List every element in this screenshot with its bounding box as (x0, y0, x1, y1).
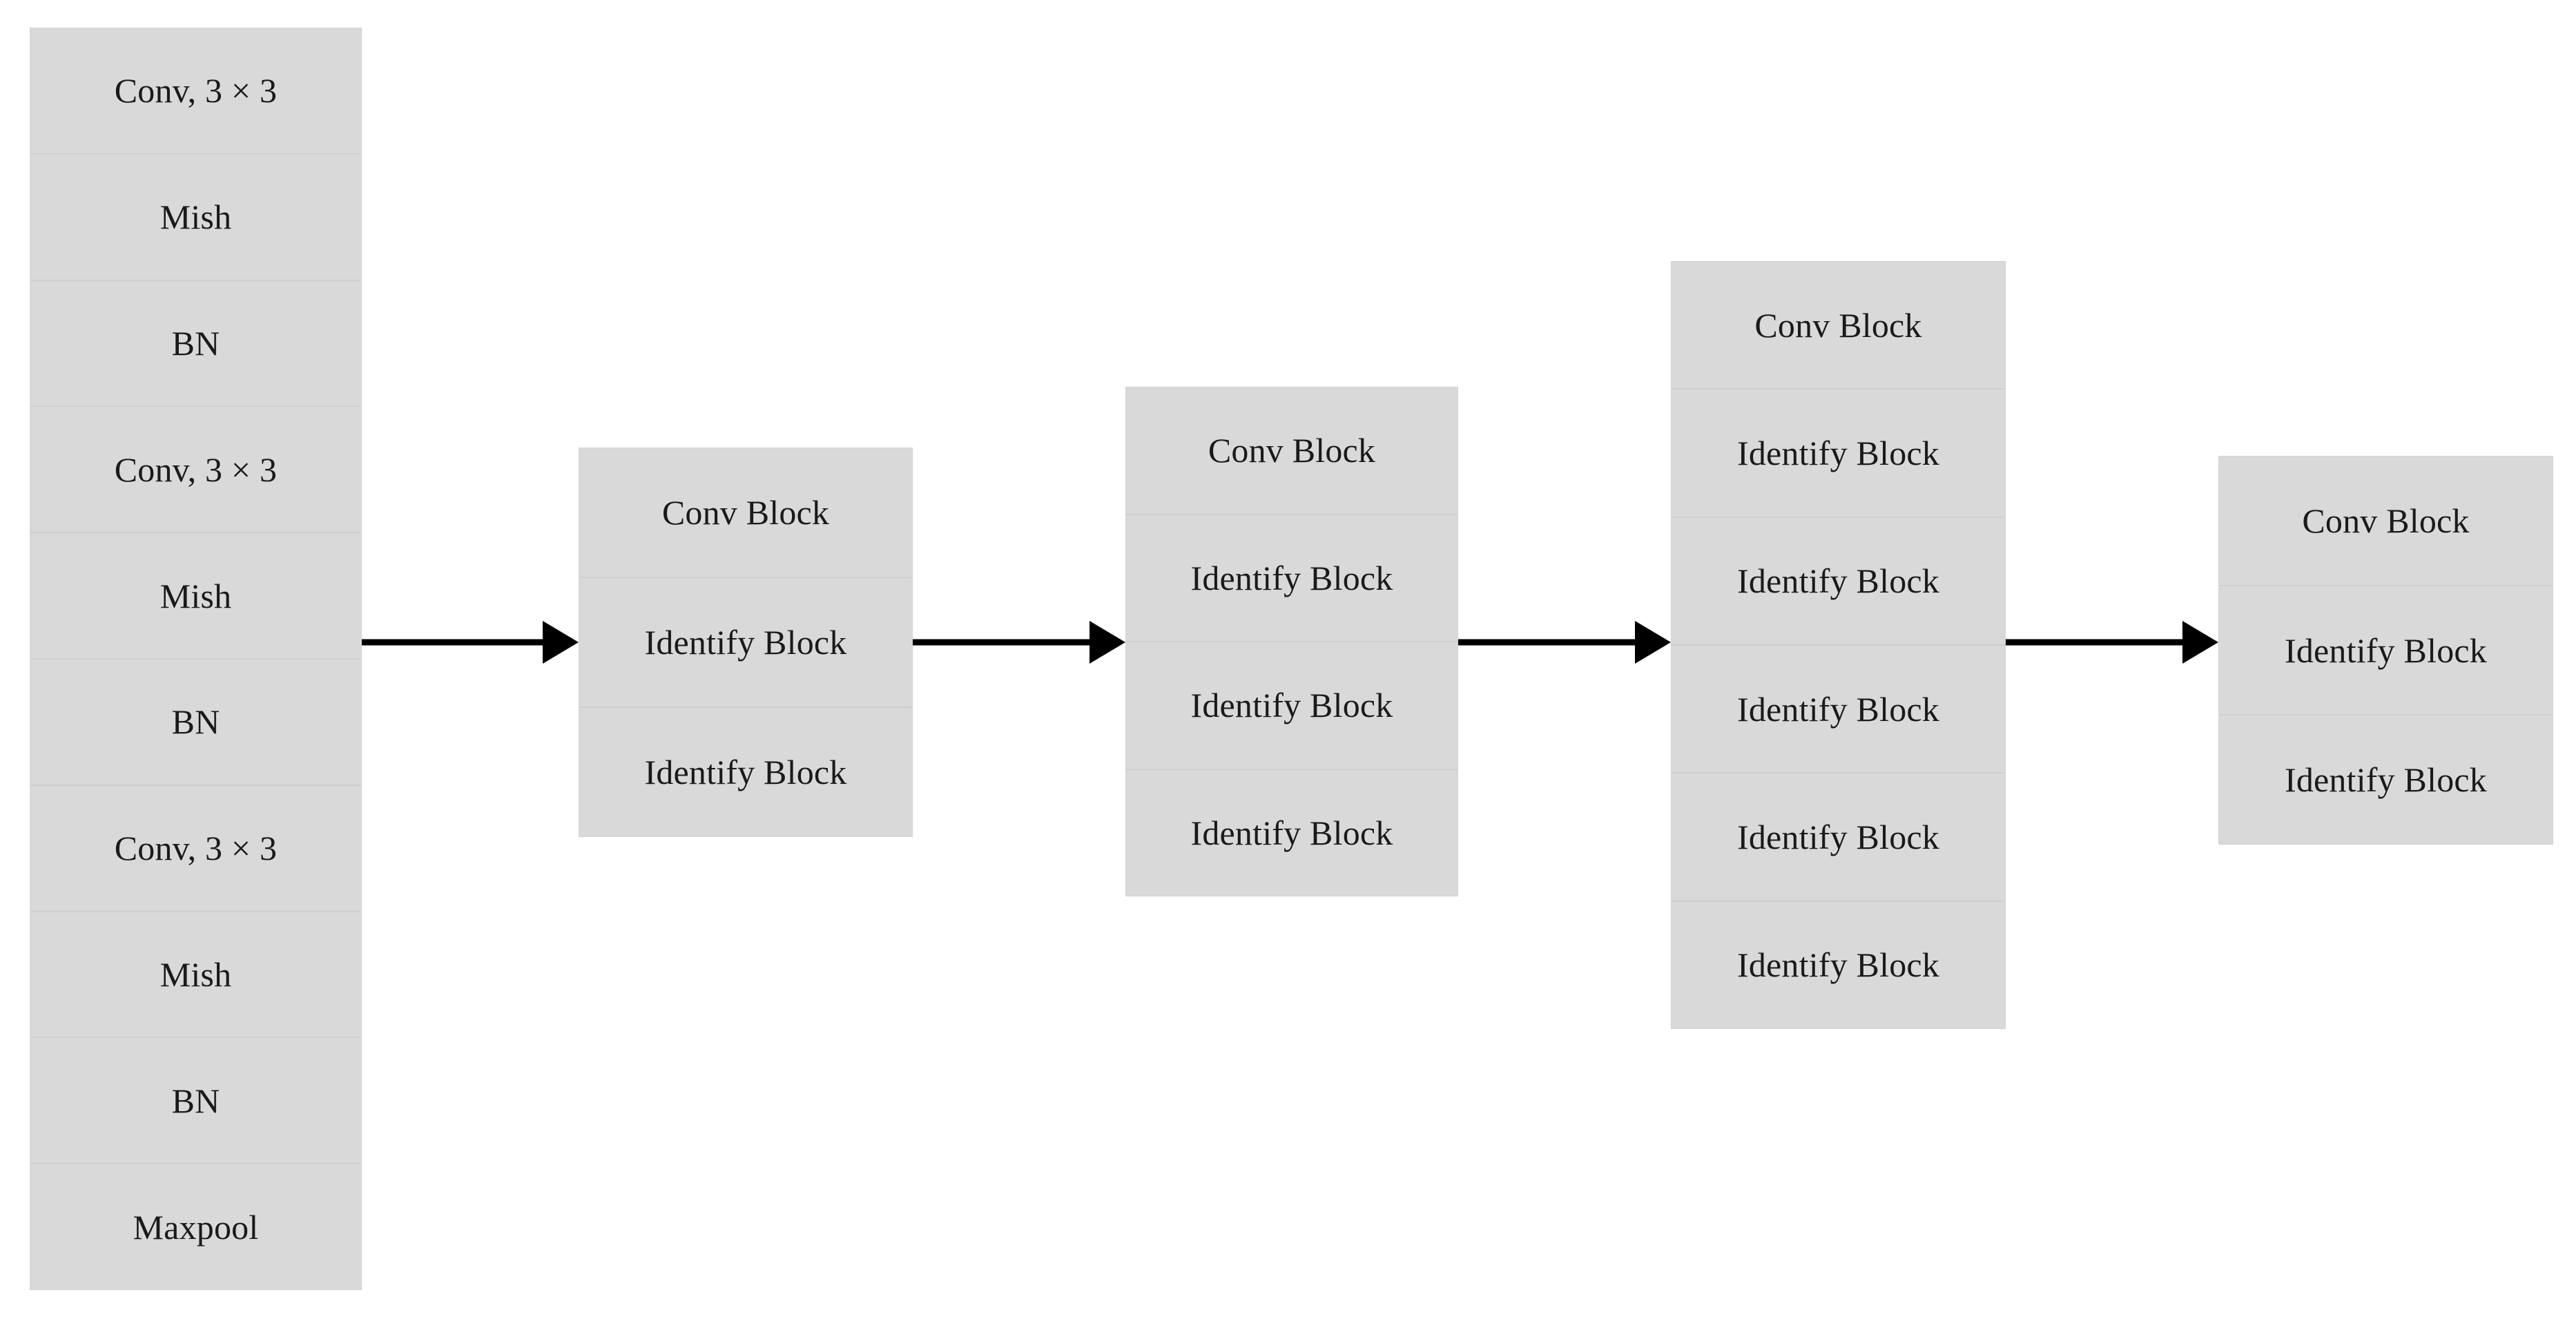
arrow-head-icon (2182, 621, 2218, 664)
arrow-head-icon (1090, 621, 1125, 664)
arrow-line (913, 639, 1094, 646)
arrow-head-icon (1635, 621, 1671, 664)
stack-row: Identify Block (1126, 642, 1458, 770)
stack-row: Identify Block (1672, 773, 2005, 902)
arrow-line (1458, 639, 1639, 646)
stack-row: Identify Block (1672, 646, 2005, 774)
stack-row: Conv Block (1126, 387, 1458, 515)
stack-row: Identify Block (1190, 813, 1393, 852)
stage-4-stack: Conv Block Identify Block Identify Block (2218, 456, 2553, 845)
stack-row: Conv, 3 × 3 (30, 786, 361, 912)
stack-row: Identify Block (644, 753, 847, 791)
stack-row: Conv Block (1672, 262, 2005, 390)
stack-row: Maxpool (133, 1207, 259, 1247)
arrow-line (362, 639, 547, 646)
stem-stack: Conv, 3 × 3 Mish BN Conv, 3 × 3 Mish BN … (30, 28, 362, 1290)
stack-row: Identify Block (1672, 390, 2005, 518)
stack-row: BN (30, 1038, 361, 1165)
stage-3-stack: Conv Block Identify Block Identify Block… (1671, 261, 2006, 1029)
stack-row: Conv Block (579, 448, 912, 578)
stack-row: Conv, 3 × 3 (30, 28, 361, 155)
stack-row: Conv, 3 × 3 (30, 407, 361, 534)
stack-row: Identify Block (1672, 518, 2005, 646)
stack-row: BN (30, 660, 361, 786)
stack-row: Identify Block (2219, 586, 2553, 716)
arrow-head-icon (543, 621, 579, 664)
stage-2-stack: Conv Block Identify Block Identify Block… (1125, 387, 1458, 896)
stack-row: Identify Block (1126, 515, 1458, 642)
stack-row: Mish (30, 533, 361, 660)
stack-row: Mish (30, 155, 361, 281)
stack-row: Conv Block (2219, 456, 2553, 586)
stack-row: Mish (30, 912, 361, 1039)
stage-1-stack: Conv Block Identify Block Identify Block (579, 448, 913, 837)
stack-row: Identify Block (1736, 945, 1939, 985)
stack-row: Identify Block (579, 578, 912, 708)
arrow-line (2006, 639, 2187, 646)
stack-row: BN (30, 281, 361, 407)
stack-row: Identify Block (2284, 760, 2487, 800)
